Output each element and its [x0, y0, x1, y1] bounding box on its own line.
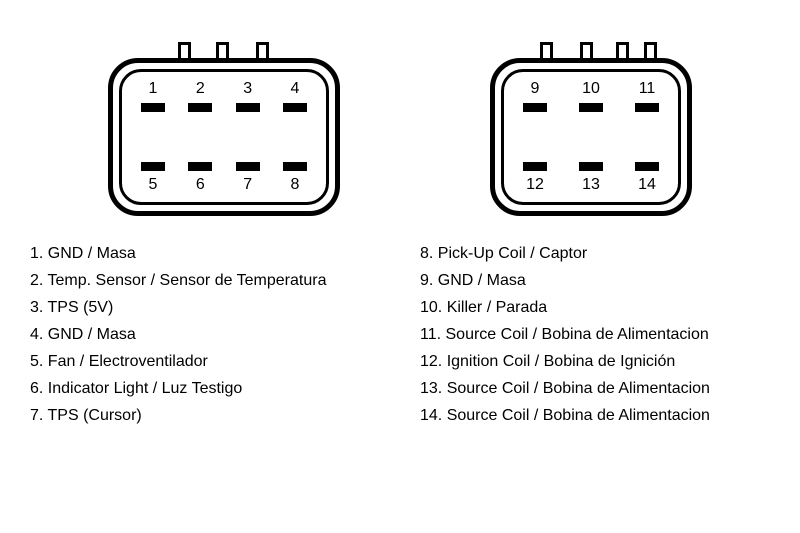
- pin-number: 5: [148, 176, 158, 193]
- connector-right: 9 10 11 12: [490, 42, 692, 216]
- legend-item-7: 7. TPS (Cursor): [30, 407, 142, 424]
- pin-number: 13: [582, 176, 600, 193]
- pin-contact-icon: [579, 162, 603, 171]
- pin-number: 4: [290, 80, 300, 97]
- pin-8: 8: [278, 162, 312, 194]
- legend-item-5: 5. Fan / Electroventilador: [30, 353, 208, 370]
- pin-2: 2: [183, 80, 217, 112]
- pin-row-top: 9 10 11: [518, 80, 664, 112]
- pin-contact-icon: [282, 162, 307, 171]
- pin-contact-icon: [523, 162, 547, 171]
- pin-contact-icon: [141, 103, 165, 112]
- pin-contact-icon: [188, 162, 213, 171]
- legend-item-1: 1. GND / Masa: [30, 245, 136, 262]
- legend-column-right: 8. Pick-Up Coil / Captor 9. GND / Masa 1…: [420, 240, 710, 429]
- pin-number: 10: [582, 80, 600, 97]
- connector-inner-shell: 9 10 11 12: [501, 69, 681, 205]
- legend-item-13: 13. Source Coil / Bobina de Alimentacion: [420, 380, 710, 397]
- pin-10: 10: [574, 80, 608, 112]
- legend-item-10: 10. Killer / Parada: [420, 299, 548, 316]
- connector-tab: [616, 42, 629, 58]
- pin-1: 1: [136, 80, 170, 112]
- legend-item-9: 9. GND / Masa: [420, 272, 526, 289]
- pin-7: 7: [231, 162, 265, 194]
- legend-item-12: 12. Ignition Coil / Bobina de Ignición: [420, 353, 676, 370]
- legend-item-4: 4. GND / Masa: [30, 326, 136, 343]
- pin-6: 6: [183, 162, 217, 194]
- legend-column-left: 1. GND / Masa 2. Temp. Sensor / Sensor d…: [30, 240, 326, 429]
- pin-number: 6: [195, 176, 205, 193]
- pin-contact-icon: [188, 103, 213, 112]
- legend-item-3: 3. TPS (5V): [30, 299, 114, 316]
- connector-tab: [580, 42, 593, 58]
- legend-item-14: 14. Source Coil / Bobina de Alimentacion: [420, 407, 710, 424]
- connector-tab: [216, 42, 229, 58]
- legend-item-2: 2. Temp. Sensor / Sensor de Temperatura: [30, 272, 327, 289]
- connector-tab: [178, 42, 191, 58]
- pin-4: 4: [278, 80, 312, 112]
- pin-number: 2: [195, 80, 205, 97]
- pin-contact-icon: [282, 103, 307, 112]
- pin-number: 1: [148, 80, 158, 97]
- connector-outer-shell: 9 10 11 12: [490, 58, 692, 216]
- pin-number: 14: [638, 176, 656, 193]
- pin-3: 3: [231, 80, 265, 112]
- connector-tab: [644, 42, 657, 58]
- pin-number: 7: [243, 176, 253, 193]
- pin-row-top: 1 2 3 4: [136, 80, 312, 112]
- connector-left: 1 2 3 4: [108, 42, 340, 216]
- legend-item-6: 6. Indicator Light / Luz Testigo: [30, 380, 243, 397]
- legend-item-8: 8. Pick-Up Coil / Captor: [420, 245, 588, 262]
- connector-inner-shell: 1 2 3 4: [119, 69, 329, 205]
- pin-14: 14: [630, 162, 664, 194]
- pin-row-bottom: 12 13 14: [518, 162, 664, 194]
- pin-number: 9: [530, 80, 540, 97]
- pin-contact-icon: [235, 162, 260, 171]
- pin-number: 11: [638, 80, 656, 97]
- pin-5: 5: [136, 162, 170, 194]
- legend-item-11: 11. Source Coil / Bobina de Alimentacion: [420, 326, 709, 343]
- pin-contact-icon: [635, 162, 659, 171]
- pin-contact-icon: [579, 103, 603, 112]
- pin-contact-icon: [635, 103, 659, 112]
- pin-contact-icon: [523, 103, 547, 112]
- connector-outer-shell: 1 2 3 4: [108, 58, 340, 216]
- connector-tab: [540, 42, 553, 58]
- pin-number: 3: [243, 80, 253, 97]
- pin-12: 12: [518, 162, 552, 194]
- pin-number: 8: [290, 176, 300, 193]
- pin-9: 9: [518, 80, 552, 112]
- pin-contact-icon: [235, 103, 260, 112]
- pin-13: 13: [574, 162, 608, 194]
- pin-number: 12: [526, 176, 544, 193]
- connector-tab: [256, 42, 269, 58]
- pin-contact-icon: [141, 162, 165, 171]
- pin-row-bottom: 5 6 7 8: [136, 162, 312, 194]
- pin-11: 11: [630, 80, 664, 112]
